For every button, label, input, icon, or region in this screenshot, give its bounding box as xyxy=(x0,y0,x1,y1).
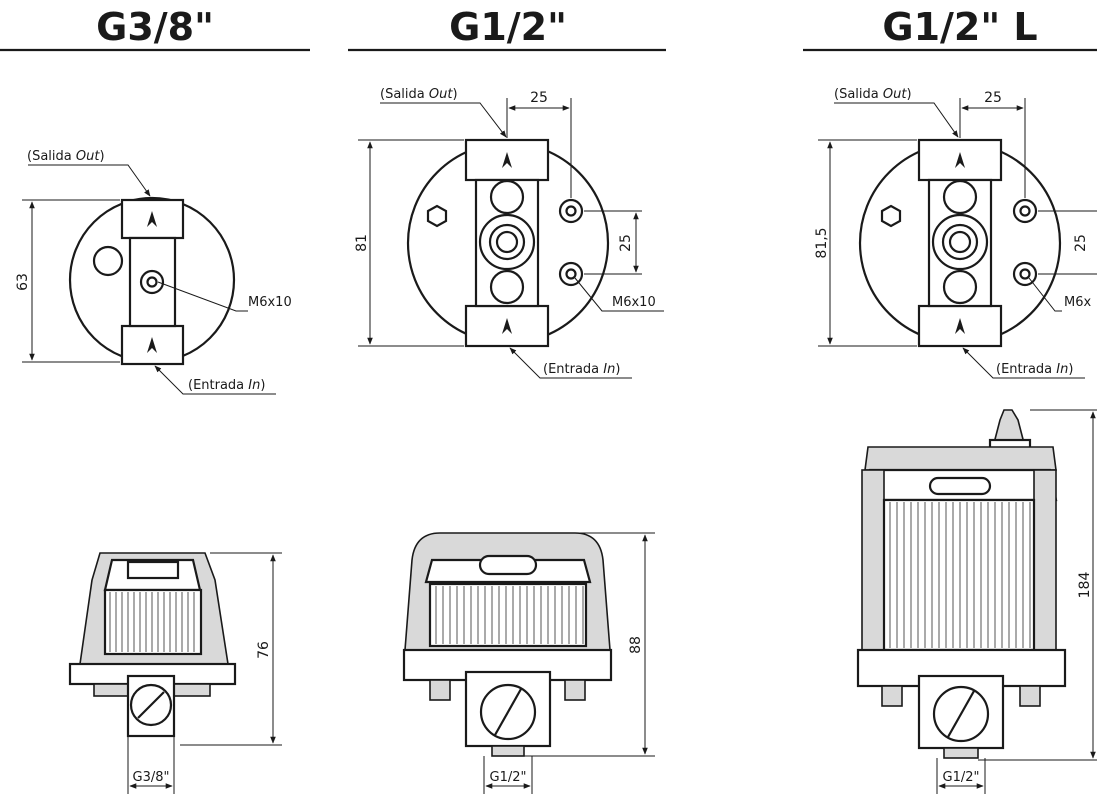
leader-out xyxy=(380,102,507,138)
label-outlet: (Salida Out) xyxy=(834,87,912,102)
housing-top xyxy=(864,446,1057,471)
top-view-g12 xyxy=(358,98,664,379)
leader-in xyxy=(962,347,1085,379)
bolt-hole xyxy=(558,261,584,287)
label-outlet: (Salida Out) xyxy=(380,87,458,102)
bolt-hole xyxy=(558,198,584,224)
dim-63: 63 xyxy=(15,273,31,291)
leader-out xyxy=(834,102,959,138)
label-bolt: M6x10 xyxy=(612,295,656,310)
label-inlet: (Entrada In) xyxy=(543,362,620,377)
label-inlet: (Entrada In) xyxy=(188,378,265,393)
bolt-hole xyxy=(1012,198,1038,224)
center-boss xyxy=(478,213,536,271)
filter-ribs xyxy=(889,502,1031,648)
housing-wall-right xyxy=(1033,469,1057,651)
center-boss xyxy=(931,213,989,271)
label-bolt: M6x xyxy=(1064,295,1091,310)
housing-wall-left xyxy=(861,469,885,651)
filter-ribs xyxy=(435,586,584,644)
thread-port xyxy=(932,685,990,743)
body-channel xyxy=(927,178,993,308)
label-inlet: (Entrada In) xyxy=(996,362,1073,377)
title-g12: G1/2" xyxy=(449,5,567,49)
leader-bolt xyxy=(157,281,248,312)
bolt-hole xyxy=(139,269,165,295)
dim-offset-v: 25 xyxy=(1073,234,1089,252)
body-channel xyxy=(128,236,177,328)
hex-plug xyxy=(880,204,902,228)
filter-element xyxy=(103,588,203,656)
dim-88: 88 xyxy=(628,636,644,654)
leader-out xyxy=(28,164,151,197)
filter-element xyxy=(428,582,588,648)
dim-offset-v: 25 xyxy=(618,234,634,252)
leader-bolt xyxy=(1028,277,1062,312)
column-titles: G3/8" G1/2" G1/2" L xyxy=(0,5,1097,52)
mount-hole xyxy=(92,245,124,277)
filter-element xyxy=(882,498,1036,652)
hex-plug xyxy=(426,204,448,228)
label-outlet: (Salida Out) xyxy=(27,149,105,164)
title-g12l: G1/2" L xyxy=(882,5,1037,49)
thread-port xyxy=(129,683,173,727)
side-view-g12 xyxy=(402,532,655,794)
side-view-g38 xyxy=(68,552,282,794)
dim-offset-h: 25 xyxy=(530,90,548,106)
thread-label: G3/8" xyxy=(133,770,170,785)
top-view-g12l xyxy=(818,98,1097,379)
dim-815: 81,5 xyxy=(814,227,830,258)
dim-81: 81 xyxy=(354,234,370,252)
thread-label: G1/2" xyxy=(943,770,980,785)
dim-184: 184 xyxy=(1077,572,1093,599)
leader-in xyxy=(509,347,632,379)
port-body xyxy=(464,670,552,748)
filter-ribs xyxy=(109,592,195,652)
leader-bolt xyxy=(574,277,664,312)
side-view-g12l xyxy=(856,409,1097,794)
thread-label: G1/2" xyxy=(490,770,527,785)
top-view-g38 xyxy=(22,164,276,395)
thread-port xyxy=(479,683,537,741)
title-g38: G3/8" xyxy=(96,5,214,49)
dim-offset-h: 25 xyxy=(984,90,1002,106)
label-bolt: M6x10 xyxy=(248,295,292,310)
bolt-hole xyxy=(1012,261,1038,287)
leader-in xyxy=(154,365,276,395)
body-channel xyxy=(474,178,540,308)
dim-76: 76 xyxy=(256,641,272,659)
